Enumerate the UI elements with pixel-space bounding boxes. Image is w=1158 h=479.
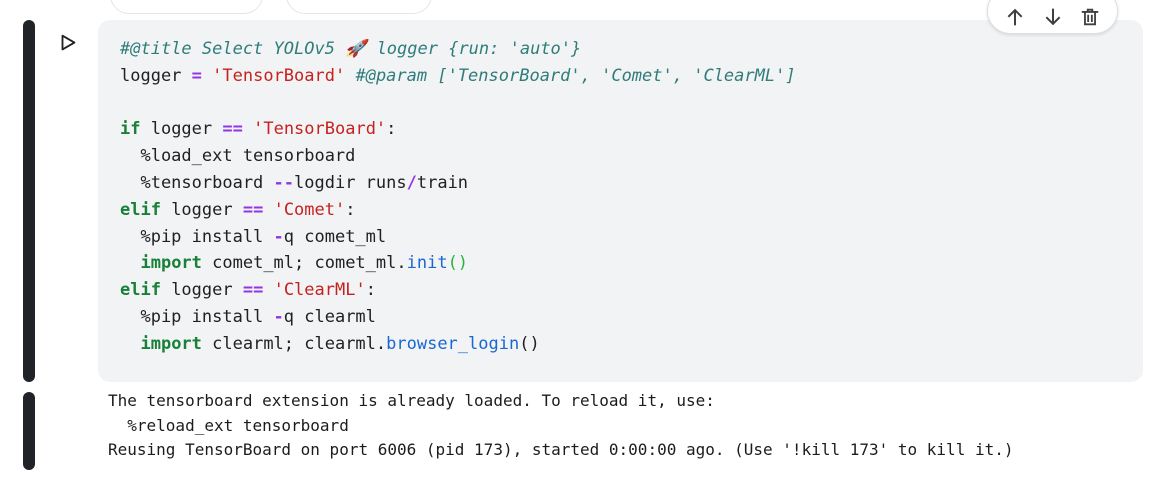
code-token: elif (120, 199, 161, 220)
code-line: logger = 'TensorBoard' #@param ['TensorB… (120, 63, 1143, 90)
code-token: logger (140, 119, 223, 140)
code-token: 'Comet' (273, 199, 346, 220)
code-editor[interactable]: #@title Select YOLOv5 🚀 logger {run: 'au… (98, 20, 1143, 358)
top-partial-button-1[interactable] (110, 0, 263, 14)
code-token (263, 280, 273, 300)
code-token: == (242, 280, 264, 301)
code-token: comet_ml; comet_ml. (201, 253, 407, 274)
code-token: 'TensorBoard' (212, 65, 346, 86)
code-token: == (242, 199, 264, 220)
code-token: - (273, 226, 284, 247)
code-token (263, 200, 273, 220)
code-line: %load_ext tensorboard (120, 143, 1143, 170)
cell-toolbar (987, 0, 1118, 34)
code-token: logger (160, 199, 243, 220)
code-line: elif logger == 'Comet': (120, 197, 1143, 224)
code-token: : (386, 119, 397, 140)
code-token: clearml; clearml. (201, 333, 387, 354)
code-token: %pip install (120, 226, 274, 247)
trash-icon (1079, 6, 1101, 28)
code-token: %load_ext tensorboard (120, 146, 356, 167)
code-token: 'ClearML' (273, 280, 366, 301)
run-cell-button[interactable] (57, 32, 79, 54)
code-line: #@title Select YOLOv5 🚀 logger {run: 'au… (120, 36, 1143, 63)
play-outline-icon (57, 34, 79, 57)
code-token: %tensorboard (120, 172, 274, 193)
code-token: browser_login (386, 333, 520, 354)
move-cell-down-button[interactable] (1038, 2, 1068, 32)
code-token: : (345, 199, 356, 220)
output-line: The tensorboard extension is already loa… (108, 391, 715, 410)
code-line: %pip install -q clearml (120, 304, 1143, 331)
code-line: %pip install -q comet_ml (120, 224, 1143, 251)
code-token: -- (273, 172, 295, 193)
code-token (120, 334, 140, 354)
code-token: logdir runs (294, 172, 407, 193)
code-token: q clearml (283, 306, 376, 327)
code-token: / (406, 172, 417, 193)
code-token: q comet_ml (283, 226, 387, 247)
code-token: import (140, 333, 202, 354)
code-line (120, 90, 1143, 117)
code-token: : (365, 280, 376, 301)
code-line: elif logger == 'ClearML': (120, 277, 1143, 304)
code-token: = (191, 65, 202, 86)
arrow-up-icon (1004, 6, 1026, 28)
code-token (120, 253, 140, 273)
output-line: %reload_ext tensorboard (108, 415, 349, 435)
cell-output: The tensorboard extension is already loa… (108, 389, 1013, 463)
code-line: import clearml; clearml.browser_login() (120, 331, 1143, 358)
code-token: - (273, 306, 284, 327)
code-token: () (519, 333, 540, 354)
output-line: Reusing TensorBoard on port 6006 (pid 17… (108, 440, 1014, 459)
code-token: import (140, 253, 202, 274)
arrow-down-icon (1042, 6, 1064, 28)
code-token: logger (160, 280, 243, 301)
code-cell-selection-bar[interactable] (23, 20, 35, 382)
delete-cell-button[interactable] (1075, 2, 1105, 32)
code-line: import comet_ml; comet_ml.init() (120, 250, 1143, 277)
move-cell-up-button[interactable] (1000, 2, 1030, 32)
code-token: if (120, 119, 141, 140)
code-token: init (406, 253, 448, 274)
code-line: if logger == 'TensorBoard': (120, 116, 1143, 143)
output-selection-bar[interactable] (23, 392, 35, 470)
code-token: #@title Select YOLOv5 🚀 logger {run: 'au… (120, 39, 582, 59)
code-token: == (222, 119, 243, 140)
code-token: train (416, 172, 469, 193)
code-token: %pip install (120, 306, 274, 327)
code-token (345, 66, 355, 86)
code-token: #@param ['TensorBoard', 'Comet', 'ClearM… (355, 65, 796, 86)
code-token: logger (120, 65, 192, 86)
code-cell[interactable]: #@title Select YOLOv5 🚀 logger {run: 'au… (98, 20, 1143, 382)
code-token: 'TensorBoard' (253, 119, 387, 140)
code-token: elif (120, 280, 161, 301)
code-token (243, 119, 253, 139)
code-line: %tensorboard --logdir runs/train (120, 170, 1143, 197)
code-token (202, 66, 212, 86)
code-token: () (447, 253, 469, 274)
top-partial-button-2[interactable] (286, 0, 432, 14)
